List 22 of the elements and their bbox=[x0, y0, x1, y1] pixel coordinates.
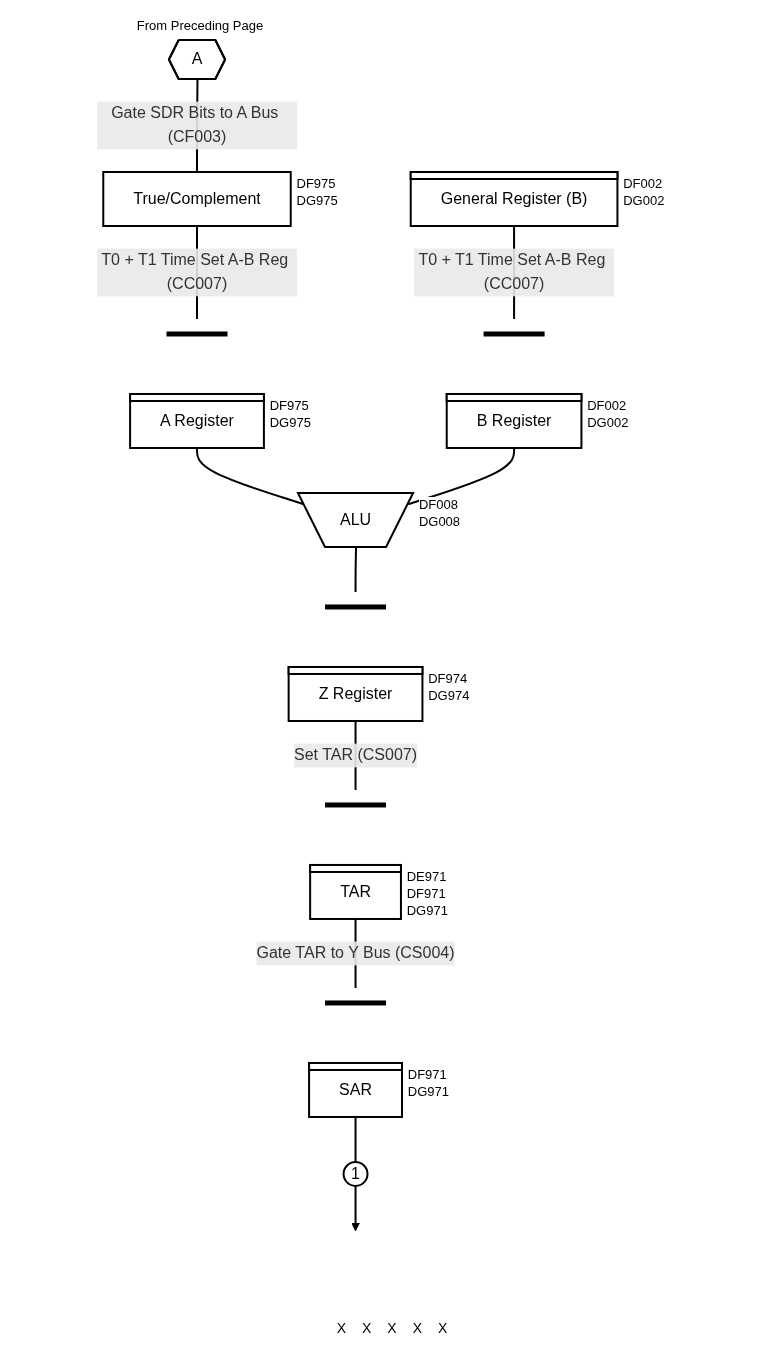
edge-label: Set TAR (CS007) bbox=[293, 746, 417, 764]
arrow bbox=[350, 1184, 360, 1232]
edge-label: T0 + T1 Time Set A-B Reg (CC007) bbox=[418, 251, 606, 293]
node-bar bbox=[324, 802, 386, 808]
gate-mark: X bbox=[336, 1320, 346, 1336]
node-bar bbox=[483, 331, 545, 337]
gate-mark: X bbox=[438, 1320, 448, 1336]
edge-label: Gate SDR Bits to A Bus (CF003) bbox=[110, 104, 279, 146]
connector bbox=[407, 447, 515, 506]
caption-text: From Preceding Page bbox=[136, 18, 264, 34]
gate-mark: X bbox=[362, 1320, 372, 1336]
node-bar bbox=[324, 604, 386, 610]
node-circle: 1 bbox=[342, 1160, 369, 1187]
connector bbox=[354, 546, 357, 593]
edge-label: Gate TAR to Y Bus (CS004) bbox=[256, 944, 455, 962]
node-box: True/Complement bbox=[102, 171, 292, 227]
node-bar bbox=[166, 331, 228, 337]
gate-mark: X bbox=[387, 1320, 397, 1336]
edge-label: T0 + T1 Time Set A-B Reg (CC007) bbox=[101, 251, 289, 293]
node-bar bbox=[324, 1000, 386, 1006]
connector bbox=[354, 1115, 357, 1163]
gate-mark: X bbox=[412, 1320, 422, 1336]
